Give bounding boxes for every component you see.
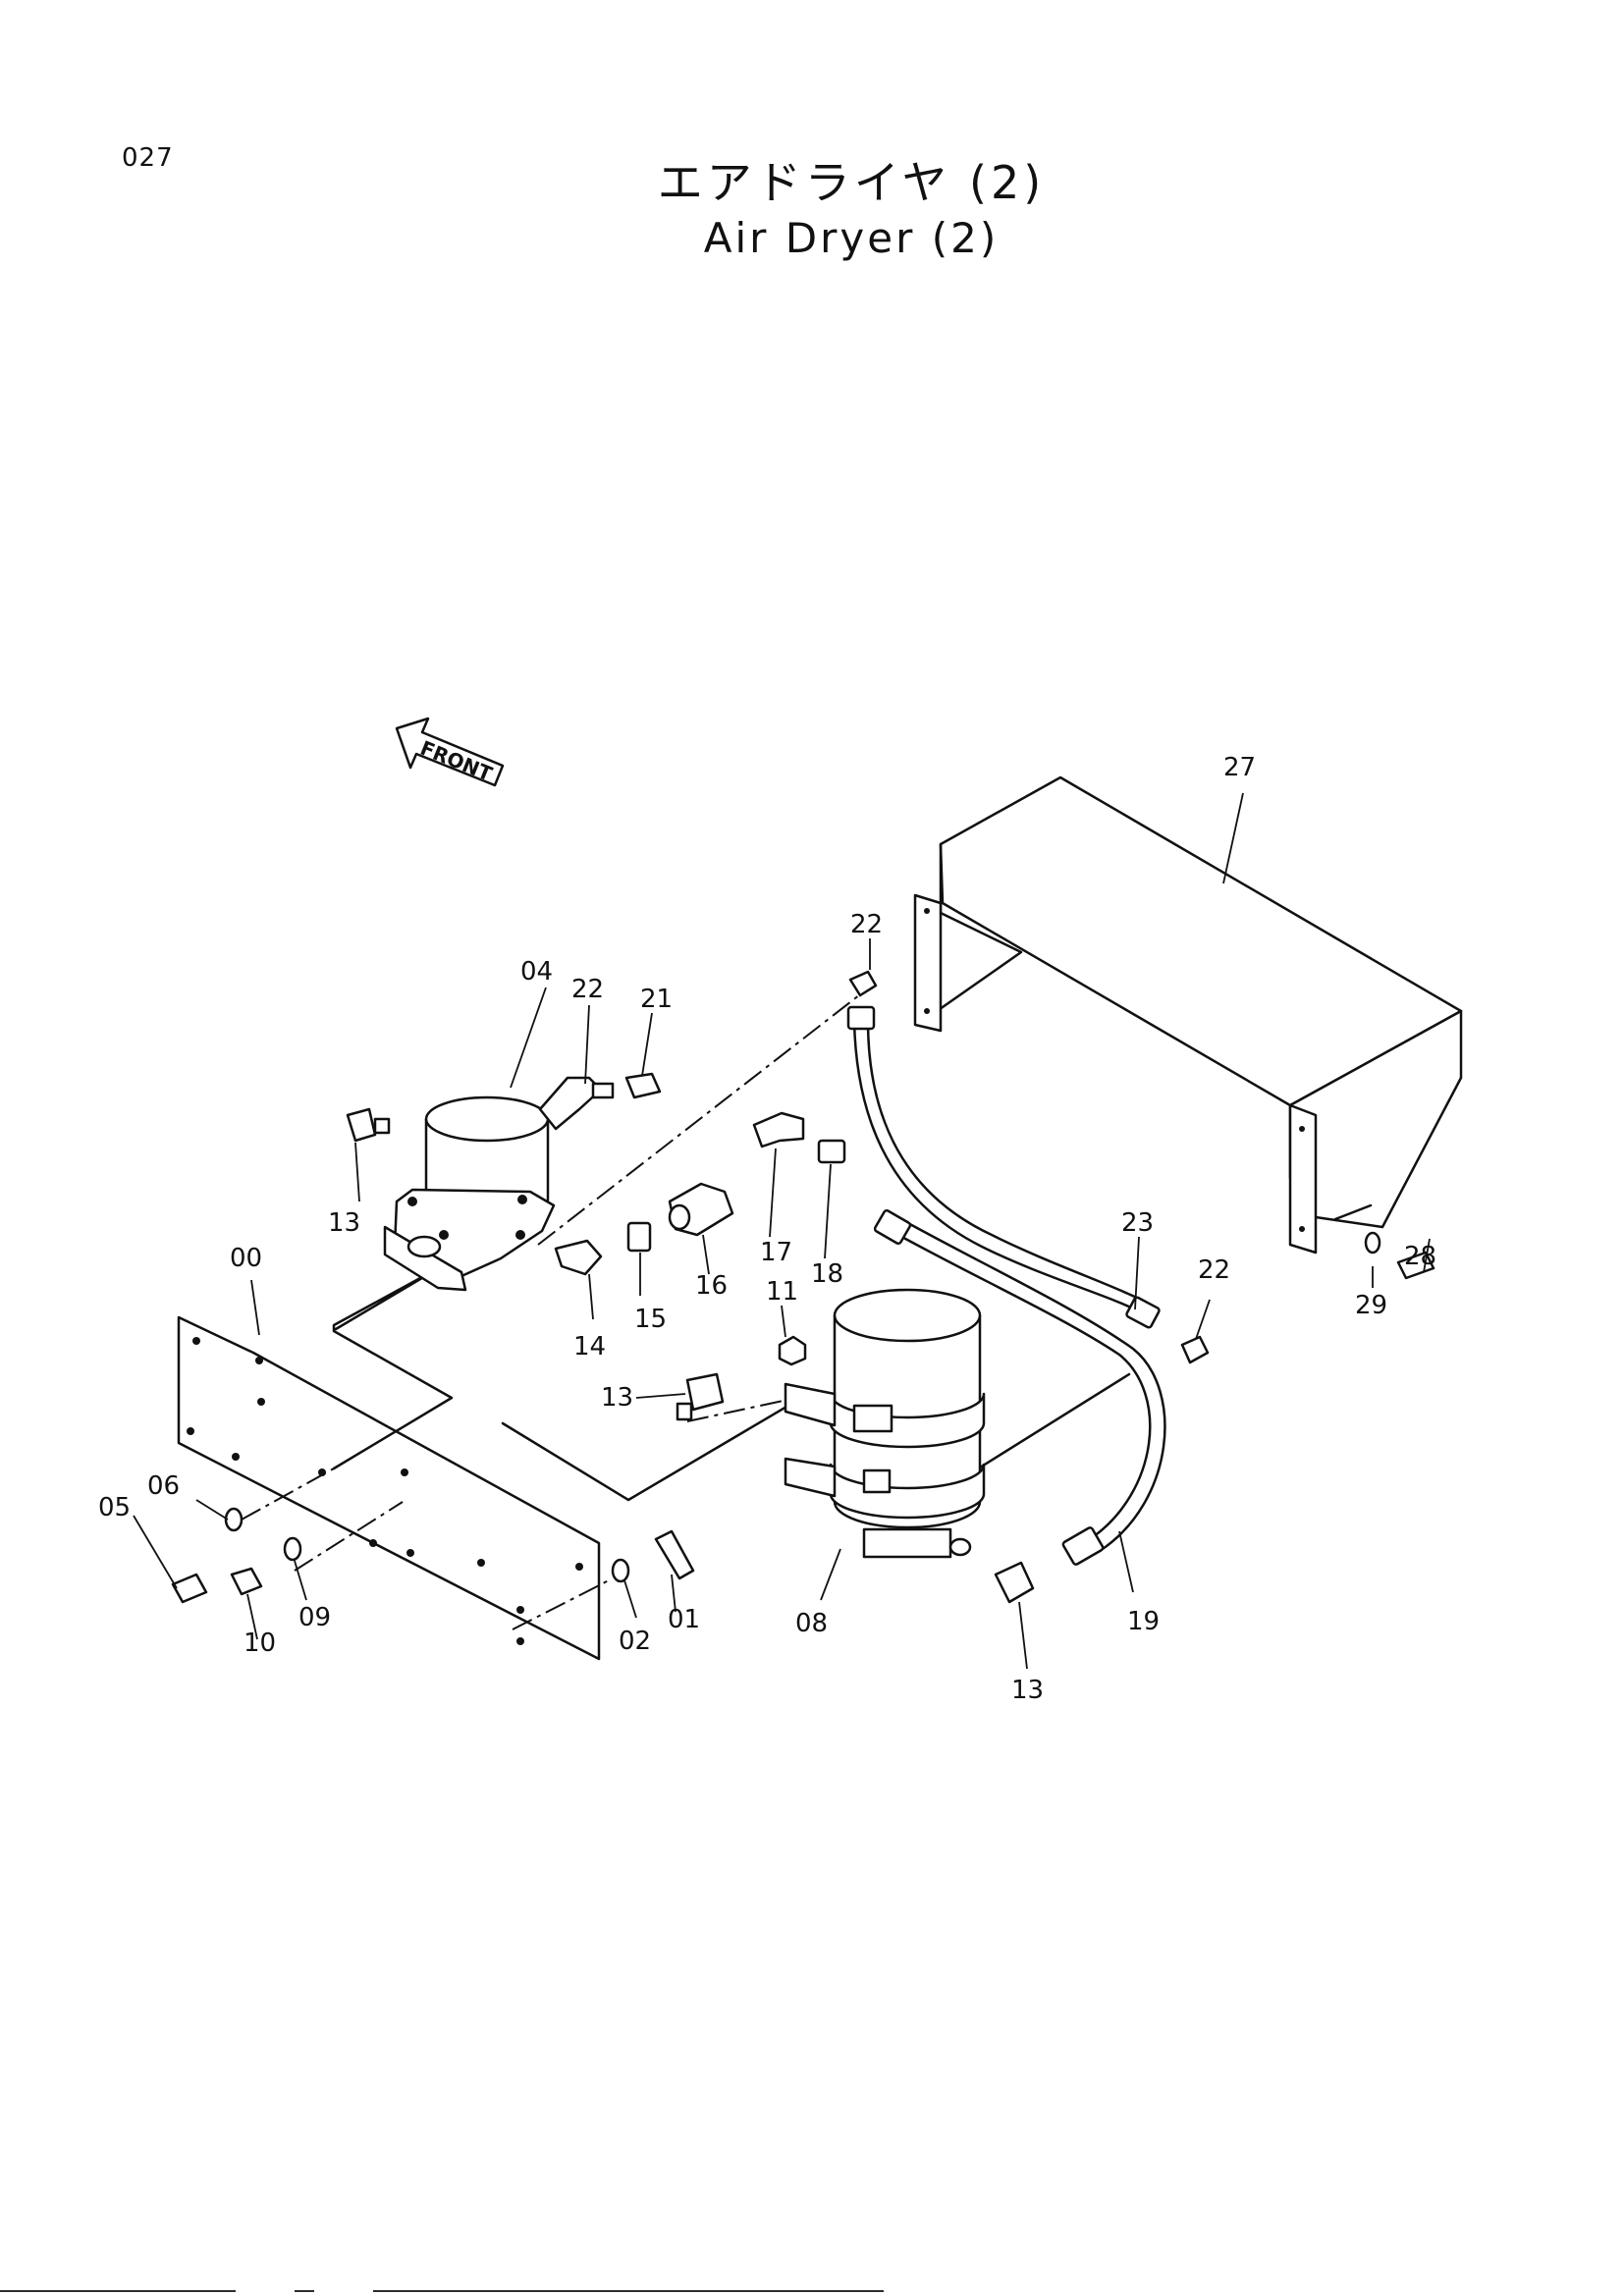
callout-09: 10 xyxy=(244,1629,276,1658)
callout-27: 27 xyxy=(1223,753,1256,782)
callout-28: 28 xyxy=(1404,1242,1436,1271)
mounting-plate-part-00 xyxy=(177,1315,601,1661)
callout-05: 05 xyxy=(98,1493,131,1522)
callout-02: 02 xyxy=(619,1627,651,1656)
diagram-title-japanese: エアドライヤ (2) xyxy=(657,156,1046,209)
callout-14: 14 xyxy=(573,1332,606,1362)
front-arrow-icon: FRONT xyxy=(395,717,505,787)
connection-lines xyxy=(241,990,1373,1630)
callout-08: 08 xyxy=(795,1609,828,1638)
callout-29: 29 xyxy=(1355,1291,1387,1320)
callout-13-middle: 13 xyxy=(601,1383,633,1413)
callout-11: 11 xyxy=(766,1277,798,1307)
page-number: 027 xyxy=(122,143,174,173)
fittings xyxy=(171,970,1435,1604)
air-dryer-part-04 xyxy=(383,1095,556,1292)
callout-22-lower: 22 xyxy=(1198,1255,1230,1285)
callout-labels: 04 22 21 22 27 13 00 14 15 16 17 18 11 1… xyxy=(98,753,1436,1705)
callout-23: 22 xyxy=(571,975,604,1004)
callout-17: 17 xyxy=(760,1238,792,1267)
callout-04: 04 xyxy=(520,957,553,987)
callout-13-upper: 13 xyxy=(328,1208,360,1238)
diagram-title-english: Air Dryer (2) xyxy=(703,214,1000,262)
callout-15: 15 xyxy=(634,1305,667,1334)
callout-06: 06 xyxy=(147,1471,180,1501)
hose-part-24 xyxy=(846,1005,1161,1329)
callout-24: 23 xyxy=(1121,1208,1154,1238)
callout-01: 01 xyxy=(668,1605,700,1634)
callout-19: 19 xyxy=(1127,1607,1160,1636)
callout-21: 21 xyxy=(640,985,673,1014)
leader-lines xyxy=(133,792,1431,1670)
hose-part-19 xyxy=(873,1208,1166,1566)
callout-16: 16 xyxy=(695,1271,728,1301)
callout-13-lower: 13 xyxy=(1011,1676,1044,1705)
callout-18: 18 xyxy=(811,1259,843,1289)
air-dryer-part-08 xyxy=(784,1288,986,1559)
callout-00: 00 xyxy=(230,1244,262,1273)
callout-22-upper: 22 xyxy=(850,910,883,939)
callout-10: 09 xyxy=(298,1603,331,1632)
front-label: FRONT xyxy=(417,736,496,786)
cover-box-part-27 xyxy=(913,775,1463,1255)
